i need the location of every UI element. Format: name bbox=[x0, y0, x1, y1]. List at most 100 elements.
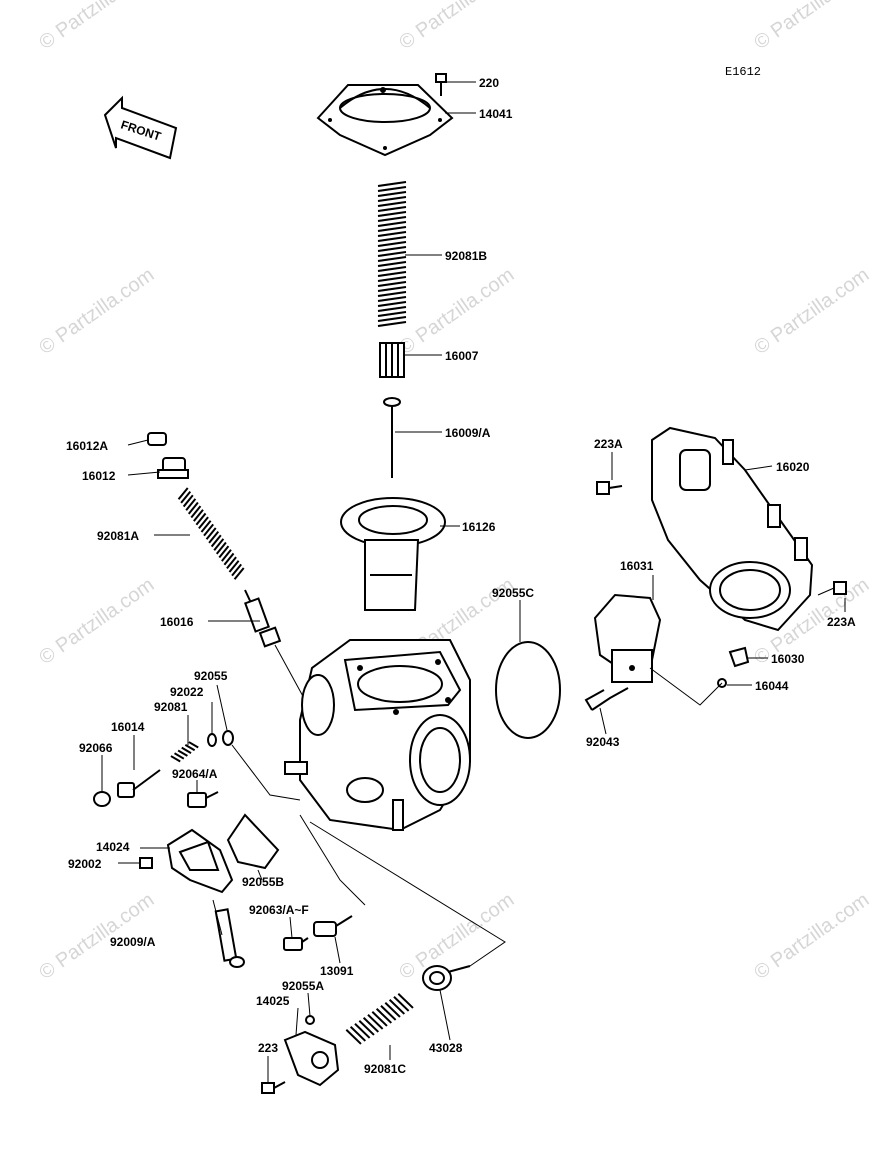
spring-coil bbox=[185, 498, 197, 511]
label-16020: 16020 bbox=[776, 460, 810, 474]
spring-coil bbox=[184, 743, 196, 752]
spring-coil bbox=[193, 509, 204, 522]
part-16030 bbox=[728, 646, 750, 668]
spring-coil bbox=[187, 501, 199, 515]
spring-coil bbox=[205, 527, 217, 540]
spring-coil bbox=[377, 311, 407, 317]
label-92055A: 92055A bbox=[282, 979, 324, 993]
spring-coil bbox=[377, 216, 407, 222]
needle-holder-16007 bbox=[379, 342, 405, 378]
spring-coil bbox=[377, 301, 407, 307]
spring-coil bbox=[174, 752, 185, 760]
watermark: © Partzilla.com bbox=[395, 0, 518, 54]
spring-coil bbox=[377, 266, 407, 272]
label-16014: 16014 bbox=[111, 720, 145, 734]
label-92009A: 92009/A bbox=[110, 935, 156, 949]
float-43028 bbox=[422, 965, 471, 991]
screw-92002 bbox=[139, 857, 153, 869]
spring-coil bbox=[377, 201, 407, 207]
gasket-92055B bbox=[226, 813, 280, 870]
spring-92081B bbox=[377, 181, 407, 327]
label-92063: 92063/A~F bbox=[249, 903, 309, 917]
label-16031: 16031 bbox=[620, 559, 654, 573]
label-223A-right: 223A bbox=[827, 615, 856, 629]
holder-13091 bbox=[313, 915, 353, 937]
spring-coil bbox=[218, 545, 230, 559]
watermark: © Partzilla.com bbox=[750, 264, 873, 359]
label-14041: 14041 bbox=[479, 107, 513, 121]
label-92055B: 92055B bbox=[242, 875, 284, 889]
spring-coil bbox=[377, 286, 407, 292]
spring-coil bbox=[377, 236, 407, 242]
screw-220 bbox=[435, 73, 447, 96]
watermark: © Partzilla.com bbox=[750, 0, 873, 54]
spring-coil bbox=[377, 261, 407, 267]
spring-coil bbox=[221, 549, 232, 562]
spring-coil bbox=[223, 552, 235, 566]
label-16030: 16030 bbox=[771, 652, 805, 666]
spring-coil bbox=[349, 1026, 367, 1042]
label-16007: 16007 bbox=[445, 349, 479, 363]
spring-coil bbox=[397, 993, 414, 1009]
jet-92064A bbox=[187, 791, 219, 808]
jet-92063 bbox=[283, 937, 309, 951]
label-92002: 92002 bbox=[68, 857, 102, 871]
spring-coil bbox=[354, 1023, 371, 1039]
label-16009A: 16009/A bbox=[445, 426, 491, 440]
spring-coil bbox=[377, 241, 407, 247]
spring-coil bbox=[377, 246, 407, 252]
spring-92081C bbox=[345, 993, 414, 1045]
spring-coil bbox=[213, 538, 225, 551]
spring-coil bbox=[233, 567, 245, 580]
cap-16012A bbox=[147, 432, 167, 446]
label-92081C: 92081C bbox=[364, 1062, 406, 1076]
spring-coil bbox=[228, 560, 240, 573]
part-labels: 220 14041 92081B 16007 16009/A 16012A 16… bbox=[66, 76, 856, 1076]
spring-coil bbox=[170, 755, 181, 763]
label-92081: 92081 bbox=[154, 700, 188, 714]
carburetor-body bbox=[284, 639, 471, 832]
spring-coil bbox=[377, 296, 407, 302]
spring-coil bbox=[380, 1005, 397, 1021]
label-223A-top: 223A bbox=[594, 437, 623, 451]
spring-coil bbox=[371, 1011, 388, 1027]
spring-coil bbox=[182, 494, 194, 508]
spring-coil bbox=[384, 1002, 401, 1018]
spring-coil bbox=[215, 541, 227, 555]
label-14025: 14025 bbox=[256, 994, 290, 1008]
label-14024: 14024 bbox=[96, 840, 130, 854]
spring-coil bbox=[377, 281, 407, 287]
label-16126: 16126 bbox=[462, 520, 496, 534]
clip-92043 bbox=[584, 687, 629, 711]
spring-coil bbox=[358, 1020, 375, 1036]
label-92022: 92022 bbox=[170, 685, 204, 699]
washer-92022 bbox=[207, 733, 217, 747]
o-ring-92055 bbox=[222, 730, 234, 746]
spring-coil bbox=[377, 221, 407, 227]
spring-coil bbox=[393, 996, 410, 1012]
spring-coil bbox=[367, 1014, 384, 1030]
spring-coil bbox=[388, 999, 406, 1015]
spring-coil bbox=[226, 556, 237, 570]
adjuster-16012 bbox=[157, 457, 189, 479]
screw-223A-top bbox=[596, 481, 623, 495]
label-16012A: 16012A bbox=[66, 439, 108, 453]
label-92055C: 92055C bbox=[492, 586, 534, 600]
spring-coil bbox=[377, 196, 407, 202]
diagram-code: E1612 bbox=[725, 65, 761, 79]
label-223: 223 bbox=[258, 1041, 278, 1055]
cover-14025 bbox=[283, 1030, 340, 1087]
watermark: © Partzilla.com bbox=[35, 574, 158, 669]
o-ring-92055A bbox=[305, 1015, 315, 1025]
spring-coil bbox=[203, 523, 214, 537]
watermark: © Partzilla.com bbox=[750, 889, 873, 984]
cover-16020 bbox=[651, 426, 814, 632]
cover-14024 bbox=[166, 828, 234, 894]
plug-92066 bbox=[93, 791, 111, 807]
diaphragm-16126 bbox=[340, 497, 446, 611]
watermark: © Partzilla.com bbox=[35, 0, 158, 54]
plunger-16016 bbox=[244, 589, 306, 701]
spring-coil bbox=[345, 1029, 362, 1045]
screw-223 bbox=[261, 1081, 286, 1094]
lever-16031 bbox=[593, 593, 662, 683]
